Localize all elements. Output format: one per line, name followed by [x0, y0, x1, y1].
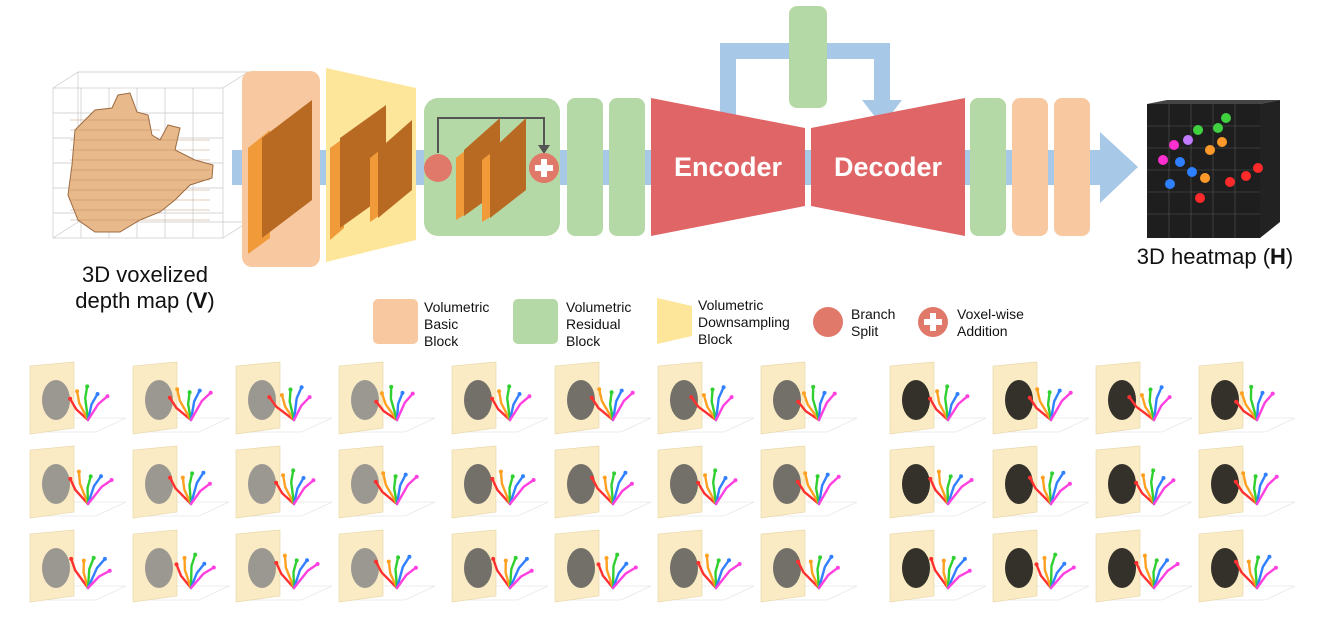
input-symbol: V — [192, 288, 208, 313]
legend-split-swatch — [813, 307, 843, 337]
pose-example — [338, 445, 436, 519]
output-caption-close: ) — [1285, 244, 1294, 269]
pose-example — [1198, 529, 1296, 603]
pose-example — [889, 445, 987, 519]
decoder-block — [811, 98, 965, 236]
pose-example — [29, 529, 127, 603]
encoder-label: Encoder — [674, 152, 783, 182]
output-caption-text: 3D heatmap ( — [1136, 244, 1271, 269]
pose-example — [29, 445, 127, 519]
residual-block-4 — [970, 98, 1006, 236]
pose-example — [235, 445, 333, 519]
pose-example — [451, 529, 549, 603]
pose-example — [760, 361, 858, 435]
legend-basic-swatch — [373, 299, 418, 344]
conv-slab — [482, 118, 526, 222]
pose-example — [554, 529, 652, 603]
pose-example — [235, 361, 333, 435]
pose-example — [132, 445, 230, 519]
output-symbol: H — [1270, 244, 1286, 269]
pose-example — [451, 445, 549, 519]
legend-downsampling-swatch — [657, 298, 692, 344]
pose-example — [760, 445, 858, 519]
voxel-texture — [70, 119, 210, 221]
output-caption: 3D heatmap (H) — [1120, 244, 1310, 270]
pose-example — [235, 529, 333, 603]
decoder-label: Decoder — [834, 152, 943, 182]
basic-block-3 — [1054, 98, 1090, 236]
voxel-hand-shape — [67, 92, 214, 233]
pose-example — [338, 529, 436, 603]
pose-example — [132, 529, 230, 603]
input-caption-line2: depth map ( — [75, 288, 193, 313]
conv-slab — [370, 120, 412, 222]
output-heatmap-cube — [1147, 100, 1280, 238]
residual-block-2 — [567, 98, 603, 236]
pose-example — [889, 529, 987, 603]
pose-example — [992, 529, 1090, 603]
pose-example — [1198, 361, 1296, 435]
pose-example — [657, 361, 755, 435]
pose-example — [29, 361, 127, 435]
conv-slab — [248, 100, 312, 254]
pose-example — [889, 361, 987, 435]
pose-examples-grid — [29, 361, 1296, 603]
residual-skip-path — [437, 117, 545, 153]
input-caption: 3D voxelized depth map (V) — [40, 262, 250, 314]
input-caption-line1: 3D voxelized — [82, 262, 208, 287]
pose-example — [554, 445, 652, 519]
pose-example — [760, 529, 858, 603]
pose-example — [451, 361, 549, 435]
pose-example — [1198, 445, 1296, 519]
pose-example — [657, 445, 755, 519]
basic-block-2 — [1012, 98, 1048, 236]
pose-example — [1095, 529, 1193, 603]
pose-example — [657, 529, 755, 603]
pose-example — [992, 445, 1090, 519]
pose-example — [1095, 361, 1193, 435]
input-caption-close: ) — [207, 288, 215, 313]
pose-example — [132, 361, 230, 435]
residual-block-3 — [609, 98, 645, 236]
branch-split-node — [424, 154, 452, 182]
pose-example — [554, 361, 652, 435]
voxel-addition-node — [529, 153, 559, 183]
residual-skip-arrowhead — [538, 145, 550, 154]
pose-example — [338, 361, 436, 435]
pose-example — [1095, 445, 1193, 519]
pose-example — [992, 361, 1090, 435]
encoder-block — [651, 98, 805, 236]
skip-residual-block — [789, 6, 827, 108]
legend-residual-swatch — [513, 299, 558, 344]
legend-addition-swatch — [918, 307, 948, 337]
